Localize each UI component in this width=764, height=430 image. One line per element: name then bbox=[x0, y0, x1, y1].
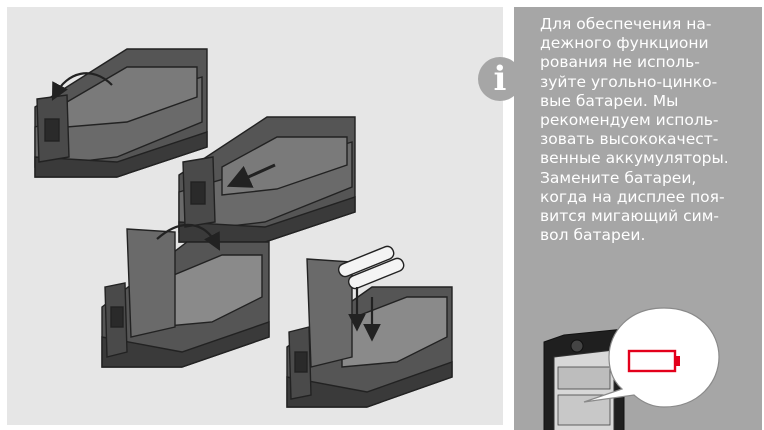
battery-replacement-illustration bbox=[7, 7, 503, 425]
step-1-open-cover bbox=[35, 49, 207, 177]
battery-steps-drawing bbox=[7, 7, 503, 425]
battery-empty-icon bbox=[514, 7, 762, 430]
step-3-cover-removed bbox=[102, 225, 269, 367]
info-icon: i bbox=[478, 57, 522, 101]
info-glyph: i bbox=[478, 57, 522, 101]
step-4-insert-batteries bbox=[287, 245, 452, 407]
info-panel: Для обеспечения на- дежного функциони ро… bbox=[514, 7, 762, 430]
